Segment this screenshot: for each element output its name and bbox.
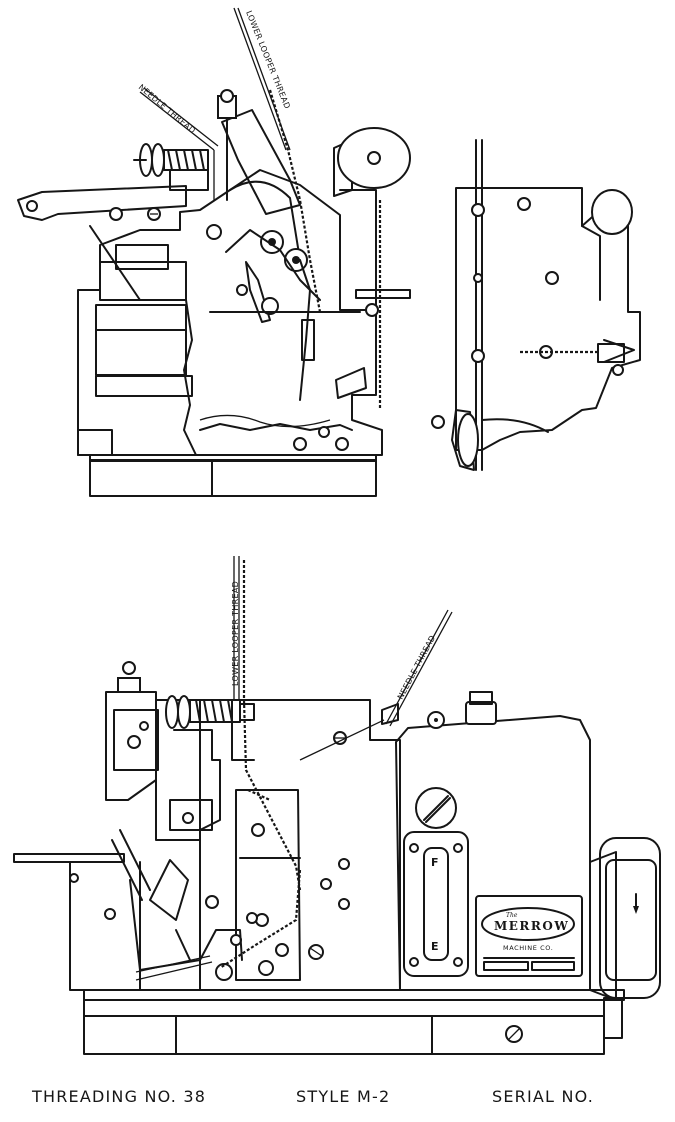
- label-needle-thread-top: NEEDLE THREAD: [137, 83, 197, 136]
- main-housing: [77, 169, 383, 456]
- screw-a: [109, 207, 123, 221]
- plate-brand: MERROW: [494, 919, 569, 933]
- bottom-looper-thread-path: [242, 560, 302, 891]
- top-side-view: [431, 139, 641, 471]
- caption-threading-number: THREADING NO. 38: [31, 1087, 206, 1106]
- label-lower-looper-thread-bottom: LOWER LOOPER THREAD: [231, 581, 240, 686]
- bottom-head-left: [105, 661, 258, 981]
- handwheel: [589, 837, 661, 1039]
- left-arm: [17, 185, 187, 221]
- cloth-plate: [13, 853, 125, 863]
- oil-gauge-frame: [403, 831, 469, 977]
- label-needle-thread-bottom: NEEDLE THREAD: [396, 634, 437, 701]
- bottom-base: [83, 999, 605, 1055]
- top-front-view: NEEDLE THREAD LOWER LOOPER THREAD: [17, 7, 411, 497]
- caption-style: STYLE M-2: [296, 1087, 390, 1106]
- caption-row: THREADING NO. 38 STYLE M-2 SERIAL NO.: [31, 1087, 594, 1106]
- label-lower-looper-thread-top: LOWER LOOPER THREAD: [244, 9, 292, 110]
- plate-prefix: The: [506, 912, 518, 919]
- tension-assembly-bottom: [165, 695, 255, 729]
- looper-thread-path: [268, 89, 322, 313]
- caption-serial-number: SERIAL NO.: [492, 1087, 594, 1106]
- gauge-letter-e: E: [431, 940, 439, 953]
- tension-assembly-top: [133, 143, 209, 191]
- needle-bar-head: [206, 89, 361, 401]
- breakout-line: [183, 299, 197, 456]
- base-rail: [89, 459, 377, 497]
- plate-maker: MACHINE CO.: [503, 944, 553, 952]
- bottom-front-view: F E The MERROW MACHINE CO.: [13, 556, 661, 1055]
- merrow-nameplate: The MERROW MACHINE CO.: [475, 895, 583, 977]
- gauge-letter-f: F: [431, 856, 439, 869]
- presser-block: [115, 244, 169, 270]
- thread-guide-wheel: [333, 127, 411, 197]
